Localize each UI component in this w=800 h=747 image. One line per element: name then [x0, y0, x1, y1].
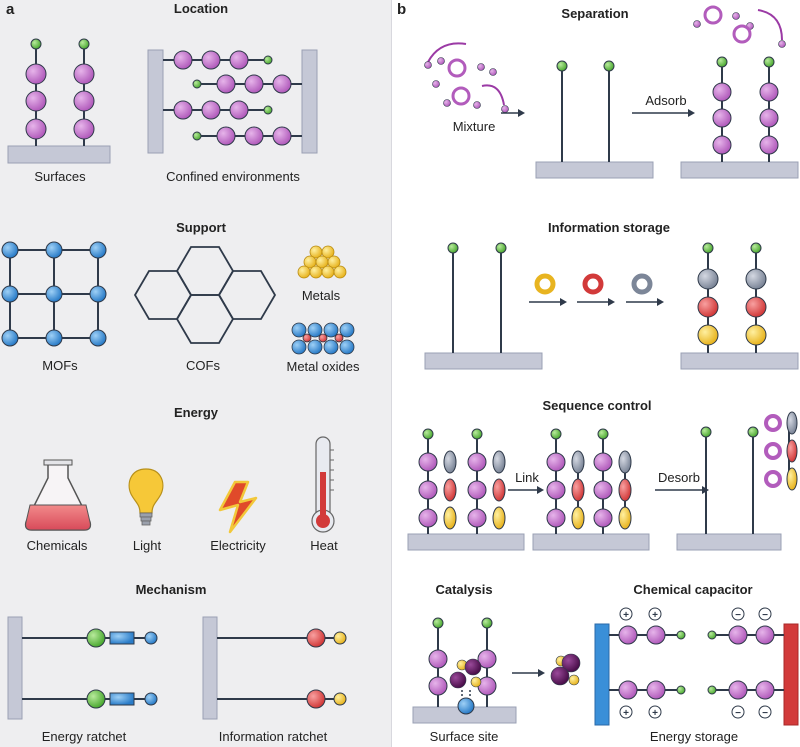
location-title: Location — [174, 1, 228, 16]
information-ratchet-illustration — [202, 616, 347, 720]
stored-information-surface — [680, 242, 799, 370]
chemicals-label: Chemicals — [27, 538, 88, 553]
mofs-label: MOFs — [42, 358, 78, 373]
capacitor-electrodes — [594, 623, 799, 726]
metals-cluster — [297, 245, 347, 279]
flask-icon — [24, 459, 92, 531]
cof-hexagons — [133, 246, 277, 344]
heat-label: Heat — [310, 538, 338, 553]
light-label: Light — [133, 538, 162, 553]
empty-surface-1 — [535, 60, 654, 179]
minus-sign: − — [735, 708, 741, 719]
surfaces-illustration — [7, 38, 111, 164]
energy-ratchet-label: Energy ratchet — [42, 729, 127, 744]
adsorbed-surface — [680, 5, 799, 179]
confined-illustration — [147, 49, 318, 154]
sequence-surface-2 — [532, 428, 650, 551]
lightning-bolt-icon — [218, 480, 258, 534]
chemical-capacitor-title: Chemical capacitor — [633, 582, 752, 597]
energy-title: Energy — [174, 405, 219, 420]
thermometer-icon — [311, 436, 335, 533]
released-oligomer — [764, 411, 798, 491]
charge-signs — [619, 607, 772, 719]
plus-sign: + — [623, 708, 629, 719]
mixture-cluster — [424, 42, 509, 113]
empty-surface-2 — [424, 242, 543, 370]
sequence-surface-1 — [407, 428, 525, 551]
metal-oxides-cluster — [291, 322, 355, 355]
plus-sign: + — [652, 708, 658, 719]
lightbulb-icon — [128, 468, 164, 526]
energy-ratchet-illustration — [7, 616, 158, 720]
sequence-control-title: Sequence control — [542, 398, 651, 413]
arrow-adsorb — [632, 109, 695, 117]
metal-oxides-label: Metal oxides — [287, 359, 360, 374]
cofs-label: COFs — [186, 358, 220, 373]
arrow-desorb — [655, 486, 709, 494]
electricity-label: Electricity — [210, 538, 266, 553]
link-label: Link — [515, 470, 539, 485]
arrow-link — [508, 486, 544, 494]
support-title: Support — [176, 220, 226, 235]
metals-label: Metals — [302, 288, 341, 303]
panel-b-label: b — [397, 1, 406, 18]
adsorb-label: Adsorb — [645, 93, 686, 108]
arrow-catalysis — [512, 669, 545, 677]
surface-site-label: Surface site — [430, 729, 499, 744]
plus-sign: + — [623, 610, 629, 621]
desorb-label: Desorb — [658, 470, 700, 485]
panel-a — [0, 0, 391, 747]
capacitor-chains — [609, 625, 784, 700]
energy-storage-label: Energy storage — [650, 729, 738, 744]
information-storage-title: Information storage — [548, 220, 670, 235]
mof-nodes — [1, 241, 107, 347]
mixture-label: Mixture — [453, 119, 496, 134]
minus-sign: − — [762, 708, 768, 719]
info-units-sequence — [529, 273, 664, 306]
confined-label: Confined environments — [166, 169, 300, 184]
separation-title: Separation — [561, 6, 628, 21]
panel-b — [391, 0, 800, 747]
minus-sign: − — [762, 610, 768, 621]
desorbed-surface — [676, 426, 782, 551]
information-ratchet-label: Information ratchet — [219, 729, 328, 744]
catalysis-title: Catalysis — [435, 582, 492, 597]
minus-sign: − — [735, 610, 741, 621]
plus-sign: + — [652, 610, 658, 621]
surfaces-label: Surfaces — [34, 169, 86, 184]
arrow-to-surface — [501, 109, 525, 117]
catalysis-product — [550, 653, 581, 686]
mechanism-title: Mechanism — [136, 582, 207, 597]
panel-a-label: a — [6, 1, 15, 18]
panel-divider — [391, 0, 392, 747]
catalysis-surface — [412, 617, 517, 724]
